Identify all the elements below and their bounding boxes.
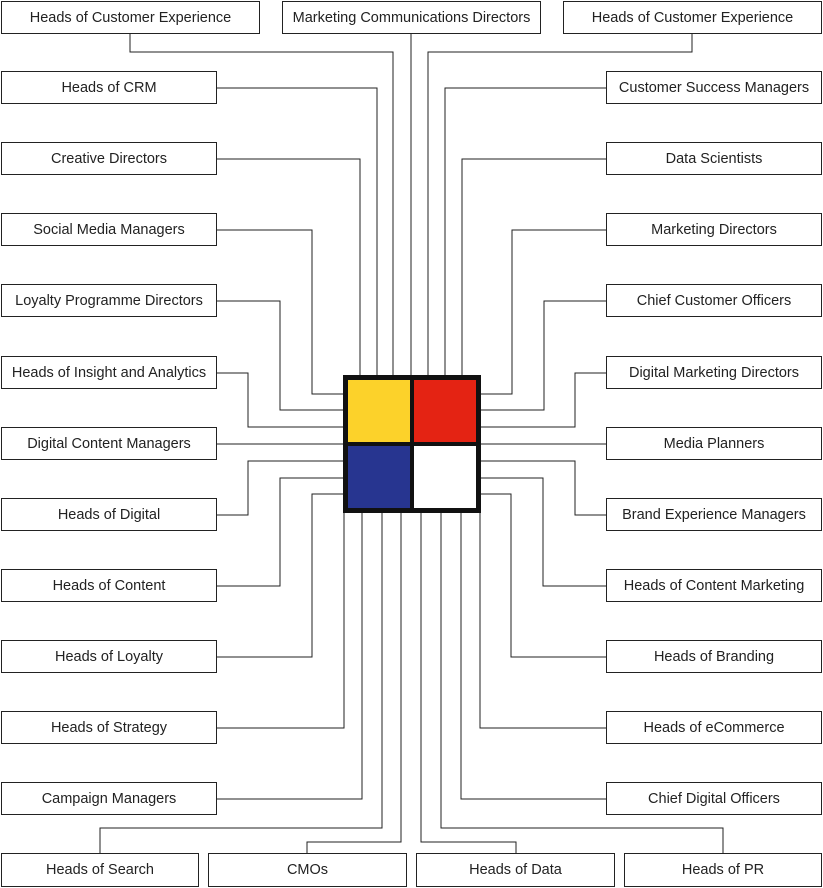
role-box-bottom-4: Heads of PR xyxy=(624,853,822,887)
red-square xyxy=(414,380,476,442)
role-box-top-2: Marketing Communications Directors xyxy=(282,1,541,34)
role-box-right-9: Heads of Branding xyxy=(606,640,822,673)
role-box-right-3: Marketing Directors xyxy=(606,213,822,246)
role-box-right-11: Chief Digital Officers xyxy=(606,782,822,815)
connector-line-28 xyxy=(420,510,517,853)
connector-line-8 xyxy=(217,372,345,428)
connector-line-14 xyxy=(217,510,363,800)
connector-line-26 xyxy=(99,510,383,853)
role-box-left-5: Heads of Insight and Analytics xyxy=(1,356,217,389)
connector-line-22 xyxy=(479,477,606,587)
role-box-right-5: Digital Marketing Directors xyxy=(606,356,822,389)
connector-line-12 xyxy=(217,493,345,658)
role-box-bottom-1: Heads of Search xyxy=(1,853,199,887)
connector-line-18 xyxy=(479,300,606,411)
role-box-right-4: Chief Customer Officers xyxy=(606,284,822,317)
role-box-left-3: Social Media Managers xyxy=(1,213,217,246)
role-box-left-8: Heads of Content xyxy=(1,569,217,602)
white-square xyxy=(414,446,476,508)
role-box-left-6: Digital Content Managers xyxy=(1,427,217,460)
connector-line-25 xyxy=(460,510,606,800)
connector-line-4 xyxy=(217,87,378,378)
connector-line-15 xyxy=(444,87,606,378)
connector-line-24 xyxy=(479,510,606,729)
connector-line-21 xyxy=(479,460,606,516)
connector-line-19 xyxy=(479,372,606,428)
role-box-left-2: Creative Directors xyxy=(1,142,217,175)
connector-line-5 xyxy=(217,158,361,378)
connector-line-10 xyxy=(217,460,345,516)
role-box-left-4: Loyalty Programme Directors xyxy=(1,284,217,317)
connector-line-17 xyxy=(479,229,606,395)
role-box-bottom-3: Heads of Data xyxy=(416,853,615,887)
role-box-left-7: Heads of Digital xyxy=(1,498,217,531)
role-box-right-6: Media Planners xyxy=(606,427,822,460)
role-box-right-7: Brand Experience Managers xyxy=(606,498,822,531)
yellow-square xyxy=(348,380,410,442)
role-box-left-9: Heads of Loyalty xyxy=(1,640,217,673)
connector-line-16 xyxy=(461,158,606,378)
connector-line-29 xyxy=(440,510,724,853)
role-box-right-1: Customer Success Managers xyxy=(606,71,822,104)
role-box-right-10: Heads of eCommerce xyxy=(606,711,822,744)
role-box-bottom-2: CMOs xyxy=(208,853,407,887)
connector-line-27 xyxy=(306,510,402,853)
role-box-top-1: Heads of Customer Experience xyxy=(1,1,260,34)
connector-line-23 xyxy=(479,493,606,658)
blue-square xyxy=(348,446,410,508)
role-box-left-1: Heads of CRM xyxy=(1,71,217,104)
role-box-left-11: Campaign Managers xyxy=(1,782,217,815)
role-box-top-3: Heads of Customer Experience xyxy=(563,1,822,34)
connector-line-6 xyxy=(217,229,345,395)
connector-line-7 xyxy=(217,300,345,411)
connector-line-11 xyxy=(217,477,345,587)
connector-line-1 xyxy=(129,34,394,378)
role-box-left-10: Heads of Strategy xyxy=(1,711,217,744)
role-box-right-8: Heads of Content Marketing xyxy=(606,569,822,602)
role-box-right-2: Data Scientists xyxy=(606,142,822,175)
connector-line-3 xyxy=(427,34,693,378)
connector-line-13 xyxy=(217,510,345,729)
center-logo xyxy=(343,375,481,513)
